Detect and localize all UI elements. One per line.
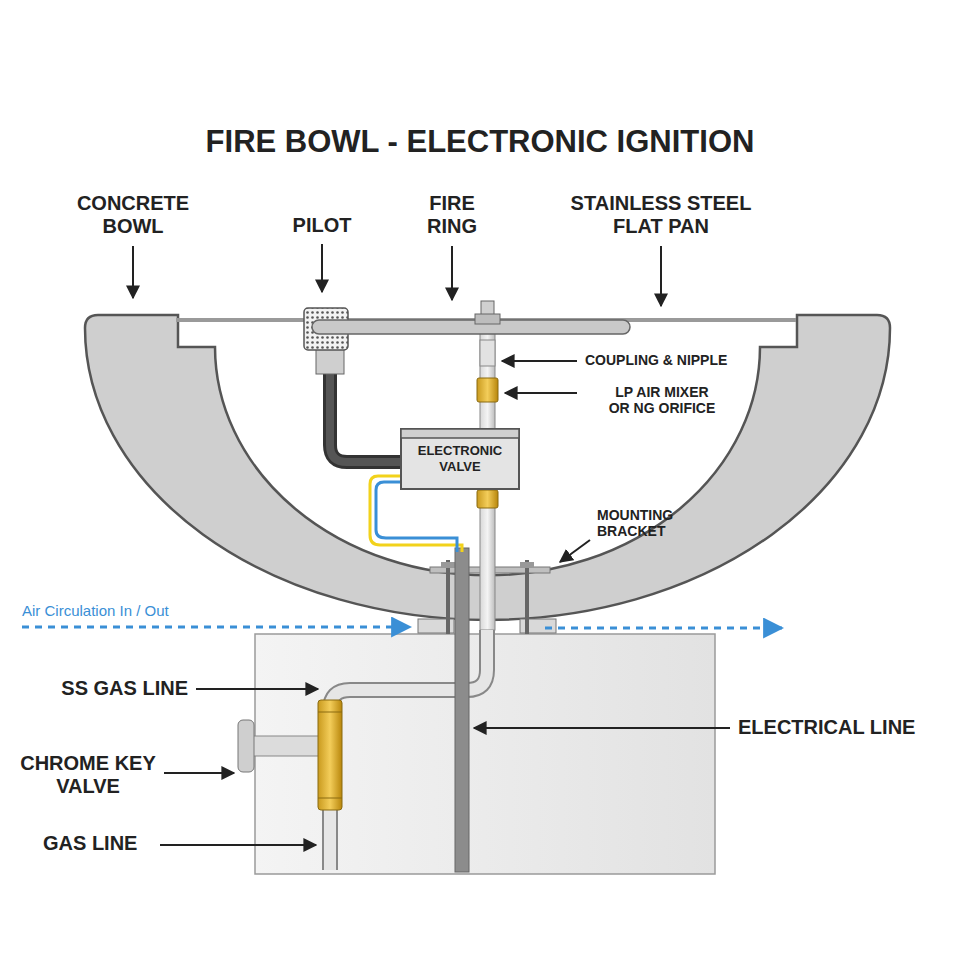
valve-label: ELECTRONIC VALVE [400, 439, 520, 478]
bolt [446, 560, 450, 634]
diagram-title: FIRE BOWL - ELECTRONIC IGNITION [0, 124, 960, 160]
air-flow-label: Air Circulation In / Out [22, 602, 282, 619]
fitting-ring [318, 712, 342, 713]
bolt-nut [520, 562, 534, 568]
part-label: PILOT [272, 214, 372, 237]
key-valve-stem [252, 736, 324, 756]
part-label: COUPLING & NIPPLE [585, 352, 805, 368]
valve-box: ELECTRONIC VALVE [400, 428, 520, 490]
part-label: GAS LINE [43, 832, 193, 855]
electrical-line [455, 548, 469, 872]
part-label: MOUNTING BRACKET [597, 507, 707, 539]
pilot-base [316, 348, 344, 374]
fitting-ring [318, 798, 342, 799]
part-label: FIRE RING [402, 192, 502, 238]
pilot-tube [330, 372, 400, 462]
pilot-tube [330, 372, 400, 462]
bolt [525, 560, 529, 634]
fire-ring [312, 320, 630, 334]
part-label: STAINLESS STEEL FLAT PAN [546, 192, 776, 238]
blue-wire [376, 482, 457, 552]
lp-air-mixer [477, 378, 498, 402]
coupling [480, 340, 495, 366]
brass-valve-body [318, 700, 342, 810]
part-label: CONCRETE BOWL [63, 192, 203, 238]
brass-fitting [477, 490, 498, 508]
bolt-nut [441, 562, 455, 568]
air-flow-line [22, 626, 410, 629]
part-label: LP AIR MIXER OR NG ORIFICE [604, 384, 720, 416]
part-label: SS GAS LINE [8, 677, 188, 700]
part-label: CHROME KEY VALVE [13, 752, 163, 798]
air-flow-line [545, 627, 782, 630]
part-label: ELECTRICAL LINE [738, 716, 958, 739]
leader-arrows [133, 244, 730, 845]
chrome-key-valve [238, 720, 254, 772]
fire-ring-hub [475, 314, 500, 324]
